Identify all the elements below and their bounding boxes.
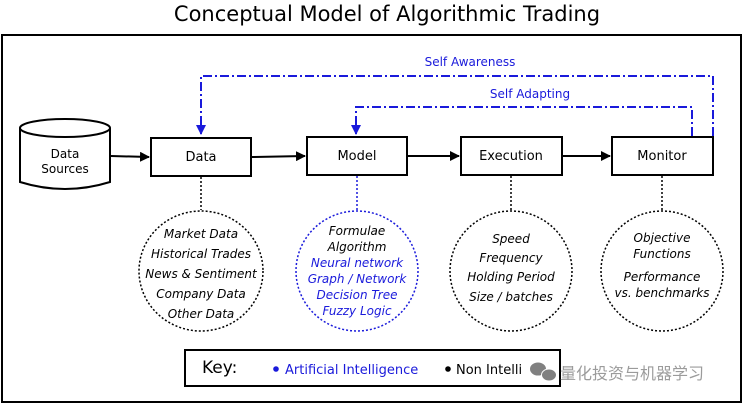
legend-ai-dot	[273, 366, 279, 372]
execution-node-label: Execution	[479, 149, 543, 164]
execution-node: Execution	[460, 136, 563, 176]
data-node-label: Data	[185, 150, 216, 165]
model-node-label: Model	[337, 149, 376, 164]
data-detail-item: Historical Trades	[151, 247, 251, 261]
arrow-data-to-model	[251, 151, 306, 162]
data-detail-item: Market Data	[164, 227, 238, 241]
wechat-icon	[529, 361, 557, 382]
legend-non-ai-dot	[445, 366, 451, 372]
monitor-detail-item: Performance	[624, 270, 701, 284]
legend-ai-label: Artificial Intelligence	[285, 363, 418, 378]
execution-detail-item: Frequency	[479, 251, 543, 265]
execution-detail-circle: Speed Frequency Holding Period Size / ba…	[449, 210, 573, 332]
model-detail-item: Formulae	[329, 224, 386, 238]
diagram-title: Conceptual Model of Algorithmic Trading	[174, 2, 600, 26]
model-ai-item: Fuzzy Logic	[322, 304, 392, 318]
legend-key: Key: Artificial Intelligence Non Intelli	[184, 349, 561, 387]
monitor-detail-item: vs. benchmarks	[615, 286, 710, 300]
monitor-node-label: Monitor	[637, 149, 687, 164]
data-detail-item: Other Data	[168, 307, 235, 321]
model-ai-item: Decision Tree	[317, 288, 398, 302]
monitor-detail-item: Functions	[633, 247, 690, 261]
model-detail-circle: Formulae Algorithm Neural network Graph …	[295, 210, 419, 332]
monitor-node: Monitor	[611, 136, 714, 176]
data-detail-item: Company Data	[156, 287, 246, 301]
self-adapting-label: Self Adapting	[490, 87, 570, 101]
execution-detail-item: Speed	[492, 232, 530, 246]
self-awareness-label: Self Awareness	[425, 55, 516, 69]
execution-detail-item: Holding Period	[467, 270, 555, 284]
model-node: Model	[306, 136, 408, 176]
self-adapting-loop: Self Adapting	[351, 87, 693, 136]
data-sources-label-line1: Data	[51, 147, 80, 161]
data-sources-node: Data Sources	[19, 118, 111, 190]
diagram-frame	[1, 34, 742, 403]
legend-key-label: Key:	[202, 358, 237, 378]
data-detail-item: News & Sentiment	[145, 267, 258, 281]
self-awareness-loop: Self Awareness	[196, 55, 714, 136]
data-detail-circle: Market Data Historical Trades News & Sen…	[138, 210, 264, 332]
monitor-detail-circle: Objective Functions Performance vs. benc…	[600, 210, 724, 332]
data-sources-label-line2: Sources	[41, 162, 88, 176]
legend-non-ai-label: Non Intelli	[456, 363, 522, 378]
monitor-detail-item: Objective	[634, 231, 691, 245]
model-detail-item: Algorithm	[327, 240, 387, 254]
model-ai-item: Neural network	[311, 256, 404, 270]
data-node: Data	[150, 137, 252, 177]
watermark: 量化投资与机器学习	[529, 361, 704, 383]
execution-detail-item: Size / batches	[469, 290, 553, 304]
model-ai-item: Graph / Network	[308, 272, 408, 286]
watermark-text: 量化投资与机器学习	[560, 364, 704, 383]
arrow-sources-to-data	[110, 151, 150, 162]
